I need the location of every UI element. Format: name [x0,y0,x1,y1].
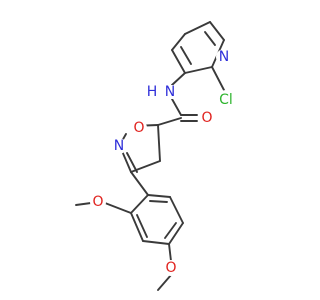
svg-text:Cl: Cl [219,92,233,108]
atom-label-ring-oxygen: O [131,120,147,136]
atom-label-n-pyridine: N [216,49,232,65]
bond [75,202,92,206]
atom-label-ring-nitrogen: N [111,138,127,154]
bond [136,214,148,238]
bond [147,194,171,198]
bond [130,171,149,196]
svg-text:O: O [165,260,176,276]
atom-label-chlorine: Cl [216,90,236,110]
atom-label-methoxy-oxygen-bottom: O [163,260,179,276]
molecule-structure: N Cl N H O O N O O [75,21,236,291]
bond [209,21,225,41]
atom-label-carbonyl-oxygen: O [199,110,215,126]
bond [130,160,161,173]
svg-text:O: O [92,194,103,210]
bond [104,202,132,214]
svg-text:O: O [133,120,144,136]
bond [184,66,213,74]
bond [171,72,186,86]
bond [169,196,184,224]
bond [126,152,138,173]
bond [121,150,132,173]
benzene-ring [130,194,184,245]
bond [157,117,182,126]
svg-text:N: N [165,84,175,100]
bond [149,200,168,203]
bond [168,243,172,262]
bond [180,46,192,65]
bond [171,49,186,74]
bond [157,124,161,162]
bond [184,21,211,35]
atom-label-methoxy-oxygen-top: O [90,194,106,210]
bond [142,240,170,245]
svg-text:N: N [114,138,124,154]
bond [157,274,172,291]
svg-text:N: N [219,49,229,65]
svg-text:H: H [147,84,158,100]
svg-text:O: O [201,110,212,126]
bond [168,222,184,245]
bond [211,66,226,93]
bond [171,98,182,116]
atom-label-nh: N H [146,84,178,100]
bond [130,212,144,242]
bond [204,31,216,46]
bond [171,33,186,51]
pyridine-ring [171,21,225,74]
bond [130,194,149,214]
bond [164,222,177,239]
